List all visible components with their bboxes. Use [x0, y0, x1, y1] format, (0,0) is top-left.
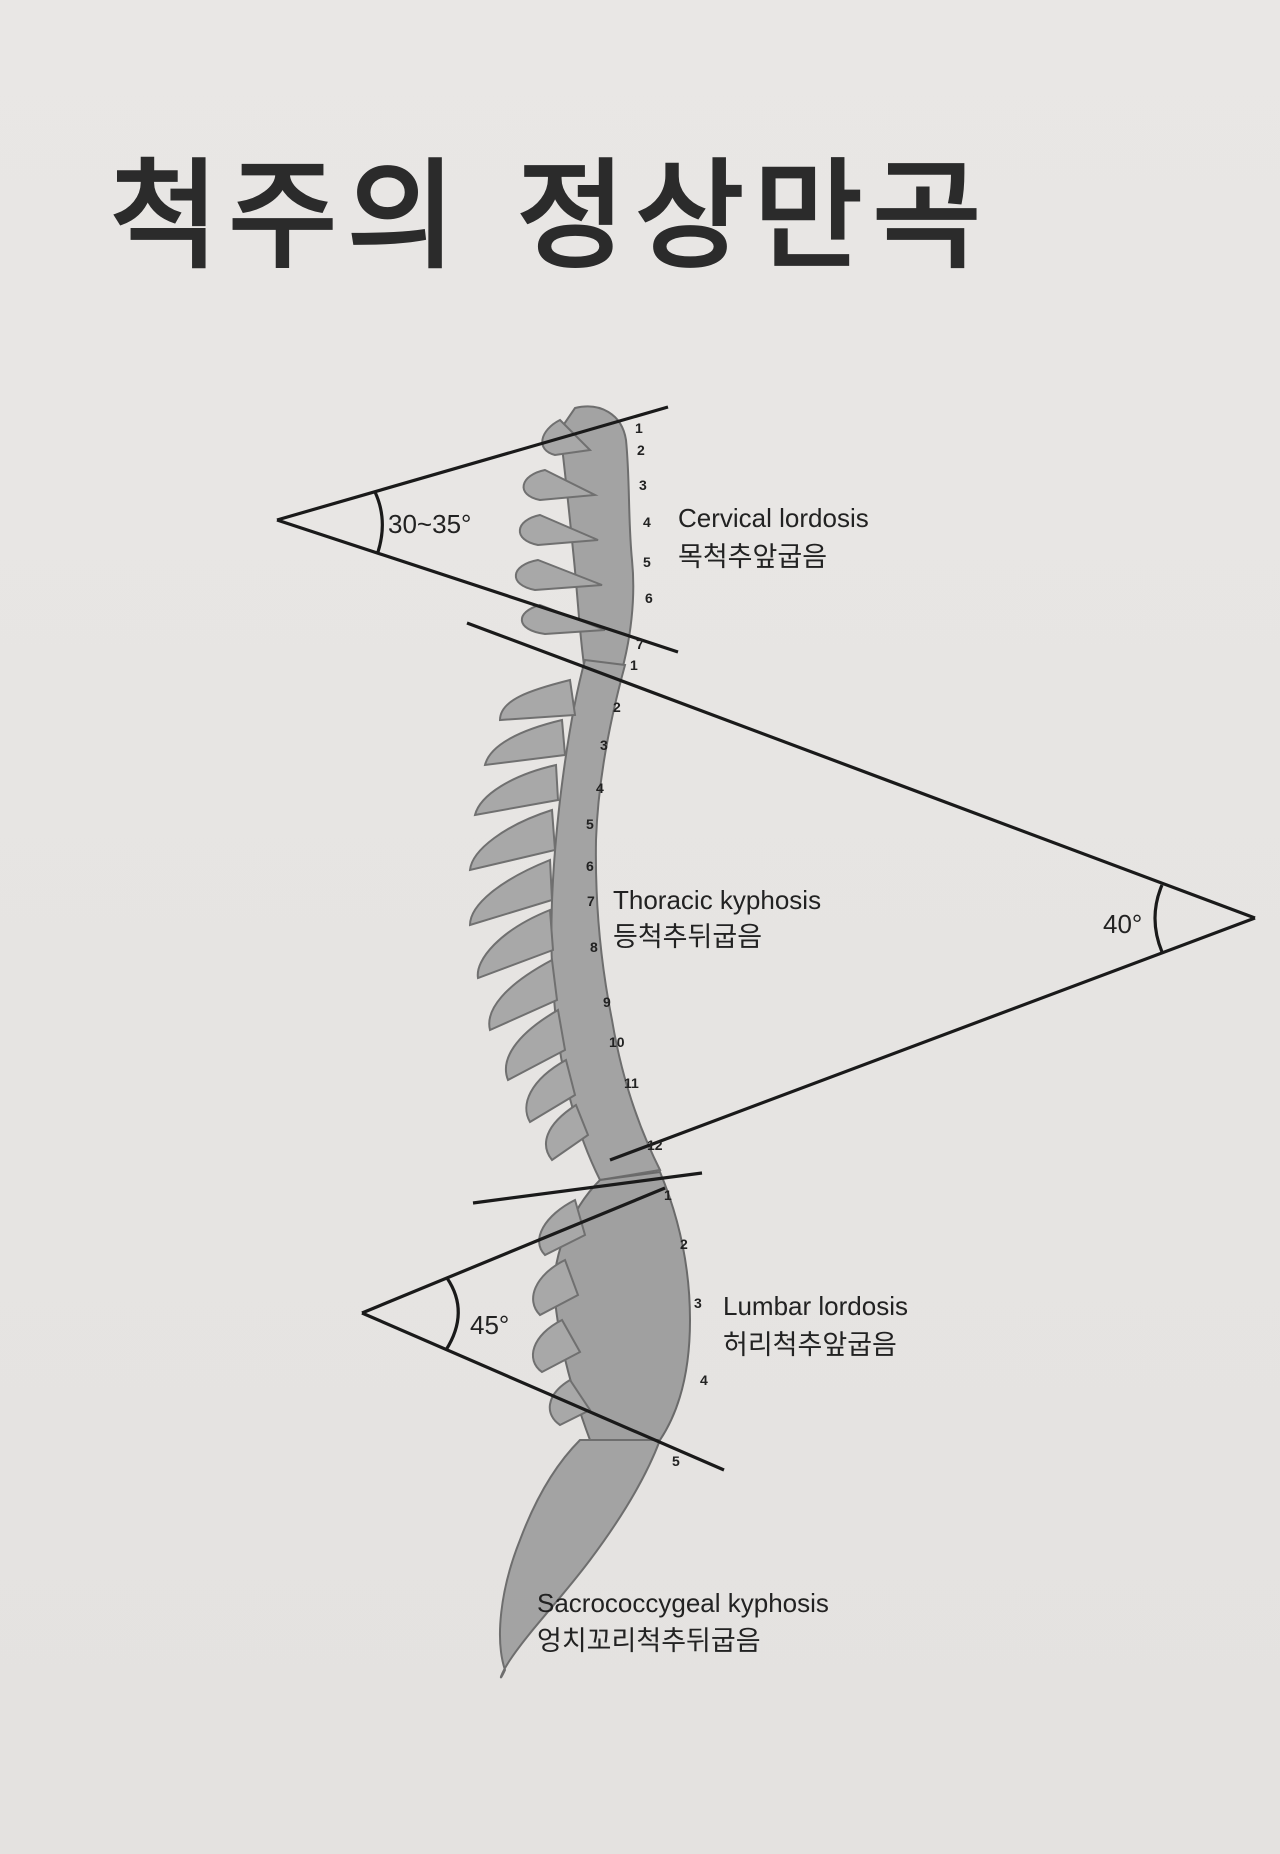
thoracic-spine: [550, 658, 662, 1182]
thoracic-vertebra-number: 6: [586, 858, 594, 874]
thoracic-label-en: Thoracic kyphosis: [613, 885, 821, 915]
cervical-vertebra-number: 5: [643, 554, 651, 570]
thoracic-angle-label: 40°: [1103, 909, 1142, 939]
cervical-vertebra-number: 6: [645, 590, 653, 606]
lumbar-vertebra-number: 1: [664, 1187, 672, 1203]
thoracic-vertebra-number: 10: [609, 1034, 625, 1050]
thoracic-vertebra-number: 5: [586, 816, 594, 832]
thoracic-label-ko: 등척추뒤굽음: [613, 922, 762, 953]
thoracic-vertebra-number: 4: [596, 780, 604, 796]
angle-lines: [276, 405, 1256, 1472]
cervical-upper-line: [276, 405, 669, 522]
lumbar-label-ko: 허리척추앞굽음: [723, 1330, 897, 1361]
cervical-angle-arc: [373, 491, 384, 553]
thoracic-vertebra-number: 8: [590, 939, 598, 955]
thoracic-upper-line: [466, 621, 1256, 920]
spine-illustration: [468, 405, 692, 1679]
lumbar-angle-upper-line: [361, 1186, 666, 1315]
sacrococcygeal-label-ko: 엉치꼬리척추뒤굽음: [537, 1626, 761, 1657]
lumbar-label-en: Lumbar lordosis: [723, 1291, 908, 1321]
cervical-angle-label: 30~35°: [388, 509, 471, 539]
lumbar-angle-arc: [444, 1277, 460, 1351]
lumbar-angle-lower-line: [361, 1311, 725, 1472]
lumbar-upper-line: [472, 1171, 703, 1205]
thoracic-vertebra-number: 2: [613, 699, 621, 715]
lumbar-vertebra-number: 3: [694, 1295, 702, 1311]
sacrum-coccyx: [499, 1439, 662, 1679]
thoracic-vertebra-number: 7: [587, 893, 595, 909]
cervical-label-ko: 목척추앞굽음: [678, 542, 827, 573]
lumbar-angle-label: 45°: [470, 1310, 509, 1340]
cervical-vertebra-number: 1: [635, 420, 643, 436]
thoracic-vertebra-number: 12: [647, 1137, 663, 1153]
cervical-vertebra-number: 2: [637, 442, 645, 458]
thoracic-vertebra-number: 1: [630, 657, 638, 673]
thoracic-vertebra-number: 11: [624, 1075, 639, 1091]
lumbar-vertebra-number: 4: [700, 1372, 708, 1388]
thoracic-processes: [468, 678, 590, 1162]
sacrococcygeal-label-en: Sacrococcygeal kyphosis: [537, 1588, 829, 1618]
cervical-vertebra-numbers: 1 2 3 4 5 6 7: [635, 420, 653, 652]
cervical-vertebra-number: 4: [643, 514, 651, 530]
thoracic-vertebra-number: 9: [603, 994, 611, 1010]
cervical-label-en: Cervical lordosis: [678, 503, 869, 533]
thoracic-vertebra-number: 3: [600, 737, 608, 753]
lumbar-vertebra-number: 2: [680, 1236, 688, 1252]
cervical-vertebra-number: 3: [639, 477, 647, 493]
lumbar-vertebra-numbers: 1 2 3 4 5: [664, 1187, 708, 1469]
lumbar-vertebra-number: 5: [672, 1453, 680, 1469]
page-title: 척주의 정상만곡: [110, 147, 992, 285]
cervical-processes: [514, 418, 606, 636]
cervical-vertebra-number: 7: [636, 636, 644, 652]
thoracic-angle-arc: [1153, 884, 1164, 953]
thoracic-lower-line: [609, 916, 1256, 1162]
cervical-lower-line: [276, 518, 679, 654]
